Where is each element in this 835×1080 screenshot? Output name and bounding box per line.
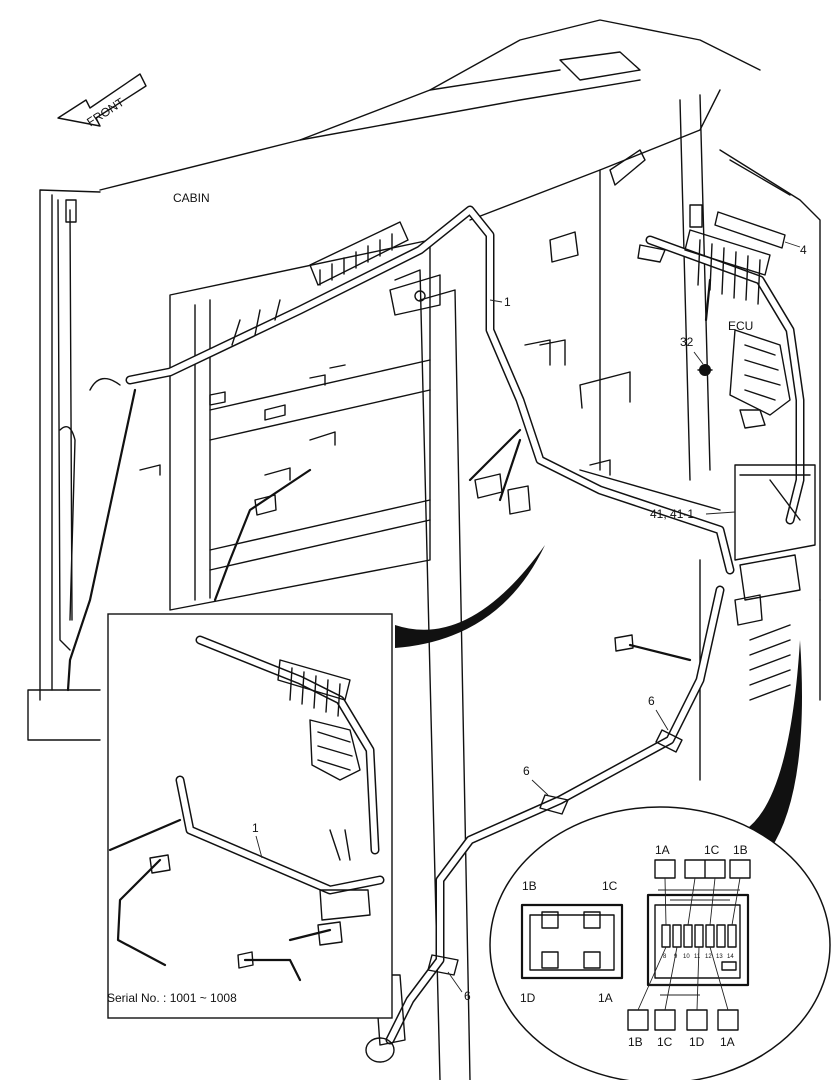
front-arrow-label: FRONT — [84, 95, 127, 130]
connector-row-right — [637, 204, 771, 305]
detail-bottom-label-1b: 1B — [628, 1035, 643, 1049]
vent-grille — [749, 624, 791, 701]
callout-fuse-box-41: 41, 41-1 — [650, 507, 694, 521]
detail-bottom-label-1a: 1A — [720, 1035, 735, 1049]
detail-top-label-1b: 1B — [733, 843, 748, 857]
callout-clamp-middle: 6 — [523, 764, 530, 778]
fuse-number-14: 14 — [727, 954, 734, 960]
fuse-box-41 — [734, 464, 816, 626]
detail-box-label-1b: 1B — [522, 879, 537, 893]
detail-bottom-label-1c: 1C — [657, 1035, 673, 1049]
bolt-32 — [697, 364, 713, 376]
detail-box-label-1a: 1A — [598, 991, 613, 1005]
callout-clamp-lower: 6 — [464, 989, 471, 1003]
callout-bolt-32: 32 — [680, 335, 694, 349]
inset-detail-box — [107, 613, 393, 1019]
front-arrow — [57, 73, 147, 127]
callout-clamp-upper: 6 — [648, 694, 655, 708]
fuse-number-8: 8 — [663, 954, 667, 960]
relay-detail-circle — [489, 806, 831, 1080]
clamp-lower — [427, 954, 459, 976]
detail-top-label-1a: 1A — [655, 843, 670, 857]
detail-box-label-1d: 1D — [520, 991, 536, 1005]
detail-box-label-1c: 1C — [602, 879, 618, 893]
clamp-upper — [655, 729, 683, 753]
connector-row-upper — [231, 221, 409, 346]
callout-harness-inset: 1 — [252, 821, 259, 835]
main-harness — [59, 205, 805, 1045]
fuse-number-12: 12 — [705, 954, 712, 960]
ecu-label: ECU — [728, 319, 753, 333]
detail-top-label-1c: 1C — [704, 843, 720, 857]
detail-bottom-label-1d: 1D — [689, 1035, 705, 1049]
fuse-number-9: 9 — [674, 954, 678, 960]
ecu-unit — [729, 329, 791, 429]
detail-pointer-swooshes — [395, 545, 802, 850]
fuse-number-10: 10 — [683, 954, 690, 960]
clamp-middle — [539, 794, 569, 815]
fuse-number-13: 13 — [716, 954, 723, 960]
cabin-label: CABIN — [173, 191, 210, 205]
fuse-number-11: 11 — [694, 954, 701, 960]
serial-number-text: Serial No. : 1001 ~ 1008 — [107, 991, 237, 1005]
callout-relay-4: 4 — [800, 243, 807, 257]
relay-4 — [714, 211, 801, 249]
callout-harness-main: 1 — [504, 295, 511, 309]
